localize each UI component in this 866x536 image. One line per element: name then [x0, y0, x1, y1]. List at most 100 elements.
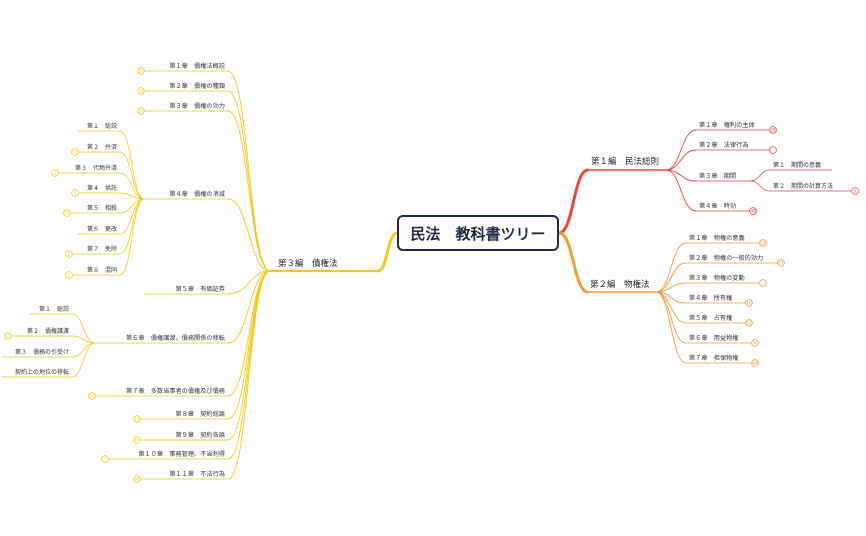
- hen3-ch4-badge[interactable]: 22: [71, 148, 79, 156]
- hen1-period-item-1[interactable]: 第１ 期間の意義: [773, 161, 821, 169]
- root-label: 民法 教科書ツリー: [410, 224, 546, 243]
- hen1-chapter-1[interactable]: 第１章 権利の主体: [699, 121, 755, 129]
- hen3-chapter-7[interactable]: 第７章 多数当事者の債権及び債務: [126, 387, 226, 395]
- badge-count: 1: [68, 273, 71, 278]
- hen2-chapter-badge[interactable]: 44: [751, 359, 759, 367]
- hen3-chapter-badge[interactable]: 18: [137, 87, 145, 95]
- hen3-ch6-connector: [71, 342, 96, 358]
- hen3-ch6-item-3[interactable]: 第３ 債務の引受け: [15, 348, 69, 356]
- badge-circle: [745, 299, 753, 307]
- hen1-chapter-2[interactable]: 第２章 法律行為: [699, 141, 749, 149]
- hen2-chapter-badge[interactable]: 6: [751, 339, 759, 347]
- hen3-chapter-connector: [227, 90, 271, 272]
- hen2-chapter-2[interactable]: 第２章 物権の一般的効力: [689, 254, 763, 262]
- hen3-chapter-11[interactable]: 第１１章 不法行為: [169, 470, 225, 478]
- hen3-ch4-item-2[interactable]: 第２ 弁済: [87, 143, 117, 151]
- badge-count: 15: [64, 211, 70, 216]
- badge-circle: [759, 239, 767, 247]
- hen3-label[interactable]: 第３編 債権法: [278, 258, 338, 269]
- hen3-chapter-1[interactable]: 第１章 債権法概説: [169, 62, 225, 70]
- badge-circle: [133, 475, 141, 483]
- badge-circle: [71, 189, 79, 197]
- hen3-chapter-connector: [227, 110, 271, 272]
- hen2-chapter-badge[interactable]: [759, 279, 767, 287]
- hen3-chapter-3[interactable]: 第３章 債権の効力: [169, 102, 225, 110]
- badge-count: 1: [54, 171, 57, 176]
- hen3-chapter-badge[interactable]: 40: [133, 475, 141, 483]
- hen3-ch6-badge[interactable]: 11: [4, 332, 12, 340]
- badge-count: 18: [760, 241, 766, 246]
- hen3-chapter-badge[interactable]: 20: [137, 107, 145, 115]
- hen3-ch4-item-8[interactable]: 第８ 混同: [87, 266, 117, 274]
- hen1-chapter-connector: [665, 169, 697, 212]
- hen3-ch4-item-3[interactable]: 第３ 代物弁済: [75, 164, 117, 172]
- hen2-chapter-7[interactable]: 第７章 担保物権: [689, 354, 739, 362]
- hen1-period-badge[interactable]: 5: [851, 187, 859, 195]
- hen3-ch6-item-4[interactable]: 契約上の地位の移転: [15, 368, 69, 376]
- badge-count: 40: [750, 209, 756, 214]
- hen1-chapter-badge[interactable]: 29: [769, 126, 777, 134]
- hen3-chapter-2[interactable]: 第２章 債権の種類: [169, 82, 225, 90]
- hen3-ch4-item-4[interactable]: 第４ 供託: [87, 184, 117, 192]
- badge-circle: [65, 271, 73, 279]
- hen3-ch4-badge[interactable]: 1: [65, 271, 73, 279]
- hen1-chapter-badge[interactable]: [769, 146, 777, 154]
- hen2-chapter-connector: [655, 291, 687, 344]
- hen3-chapter-badge[interactable]: 10: [88, 392, 96, 400]
- hen1-chapter-3[interactable]: 第３章 期間: [699, 172, 736, 180]
- hen3-ch4-badge[interactable]: 1: [51, 169, 59, 177]
- hen3-ch4-connector: [119, 198, 145, 276]
- hen3-chapter-badge[interactable]: 40: [133, 436, 141, 444]
- hen2-chapter-5[interactable]: 第５章 占有権: [689, 314, 732, 322]
- hen3-ch4-connector: [119, 151, 145, 200]
- hen3-chapter-8[interactable]: 第８章 契約総論: [176, 410, 226, 418]
- badge-count: 7: [104, 457, 107, 462]
- hen3-ch4-item-6[interactable]: 第６ 更改: [87, 225, 117, 233]
- hen3-chapter-10[interactable]: 第１０章 事務管理、不当利得: [138, 450, 225, 458]
- hen2-chapter-badge[interactable]: 10: [745, 299, 753, 307]
- hen2-chapter-connector: [655, 242, 687, 293]
- hen2-chapter-1[interactable]: 第１章 物権の意義: [689, 234, 745, 242]
- hen2-label[interactable]: 第２編 物権法: [590, 279, 650, 290]
- hen3-chapter-badge[interactable]: 10: [137, 67, 145, 75]
- hen3-ch4-badge[interactable]: 1: [65, 250, 73, 258]
- hen3-chapter-4[interactable]: 第４章 債権の消滅: [169, 190, 225, 198]
- hen3-chapter-5[interactable]: 第５章 有価証券: [176, 285, 226, 293]
- hen1-chapter-badge[interactable]: 40: [749, 207, 757, 215]
- badge-count: 22: [72, 150, 78, 155]
- hen3-chapter-6[interactable]: 第６章 債権譲渡、債務関係の移転: [126, 334, 225, 342]
- root-node[interactable]: 民法 教科書ツリー: [397, 215, 559, 251]
- hen3-ch4-connector: [119, 192, 145, 200]
- badge-circle: [749, 207, 757, 215]
- hen3-ch4-item-1[interactable]: 第１ 総説: [87, 122, 117, 130]
- hen2-chapter-6[interactable]: 第６章 用益物権: [689, 334, 739, 342]
- hen1-period-item-2[interactable]: 第２ 期間の計算方法: [773, 182, 833, 190]
- badge-circle: [65, 250, 73, 258]
- hen2-chapter-badge[interactable]: 11: [777, 259, 785, 267]
- hen3-ch4-item-7[interactable]: 第７ 免除: [87, 245, 117, 253]
- hen3-chapter-connector: [227, 270, 271, 480]
- hen3-chapter-connector: [227, 270, 271, 460]
- hen3-chapter-9[interactable]: 第９章 契約各論: [176, 431, 226, 439]
- hen2-chapter-4[interactable]: 第４章 所有権: [689, 294, 732, 302]
- hen3-ch4-badge[interactable]: 5: [71, 189, 79, 197]
- hen3-ch6-item-1[interactable]: 第１ 総説: [39, 305, 69, 313]
- hen3-ch4-item-5[interactable]: 第５ 相殺: [87, 204, 117, 212]
- hen1-chapter-4[interactable]: 第４章 時効: [699, 202, 736, 210]
- hen3-chapter-badge[interactable]: 7: [101, 455, 109, 463]
- hen1-label[interactable]: 第１編 民法総則: [591, 156, 659, 167]
- badge-circle: [71, 148, 79, 156]
- hen3-chapter-connector: [227, 70, 271, 272]
- hen3-ch4-connector: [119, 198, 145, 235]
- hen2-chapter-3[interactable]: 第３章 物権の変動: [689, 274, 745, 282]
- hen1-chapter-connector: [665, 149, 697, 171]
- hen3-ch6-item-2[interactable]: 第２ 債権譲渡: [27, 327, 69, 335]
- hen3-ch4-connector: [119, 172, 145, 200]
- hen2-chapter-badge[interactable]: 18: [759, 239, 767, 247]
- hen3-chapter-badge[interactable]: 18: [133, 415, 141, 423]
- badge-circle: [745, 319, 753, 327]
- badge-count: 5: [74, 191, 77, 196]
- hen3-ch4-badge[interactable]: 15: [63, 209, 71, 217]
- badge-count: 10: [746, 301, 752, 306]
- hen2-chapter-badge[interactable]: 12: [745, 319, 753, 327]
